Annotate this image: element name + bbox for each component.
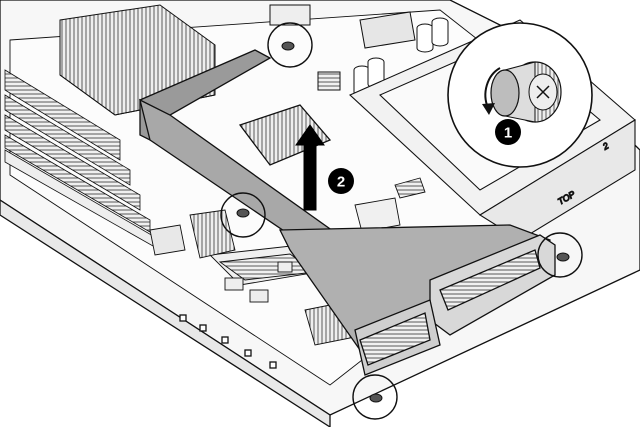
board-components	[269, 4, 449, 97]
thumbscrew-callouts	[220, 22, 583, 420]
thumbscrew-circle-middle	[220, 192, 266, 238]
lift-up-arrow-icon: 2	[295, 124, 354, 211]
thumbscrew-circle-right	[537, 232, 583, 278]
step-2-number: 2	[337, 174, 345, 191]
chassis-digit-label: 2	[600, 141, 610, 153]
thumbscrew-circle-top	[267, 22, 313, 68]
counterclockwise-arrow-icon	[482, 67, 501, 115]
pci-riser-cage	[139, 49, 556, 376]
thumbscrews	[236, 41, 570, 403]
step-2-marker	[328, 168, 354, 194]
step-1-number: 1	[504, 125, 512, 142]
thumbscrew-detail-callout: 1	[447, 22, 593, 168]
thumbscrew-circle-bottom	[352, 374, 398, 420]
step-1-marker	[495, 119, 521, 145]
